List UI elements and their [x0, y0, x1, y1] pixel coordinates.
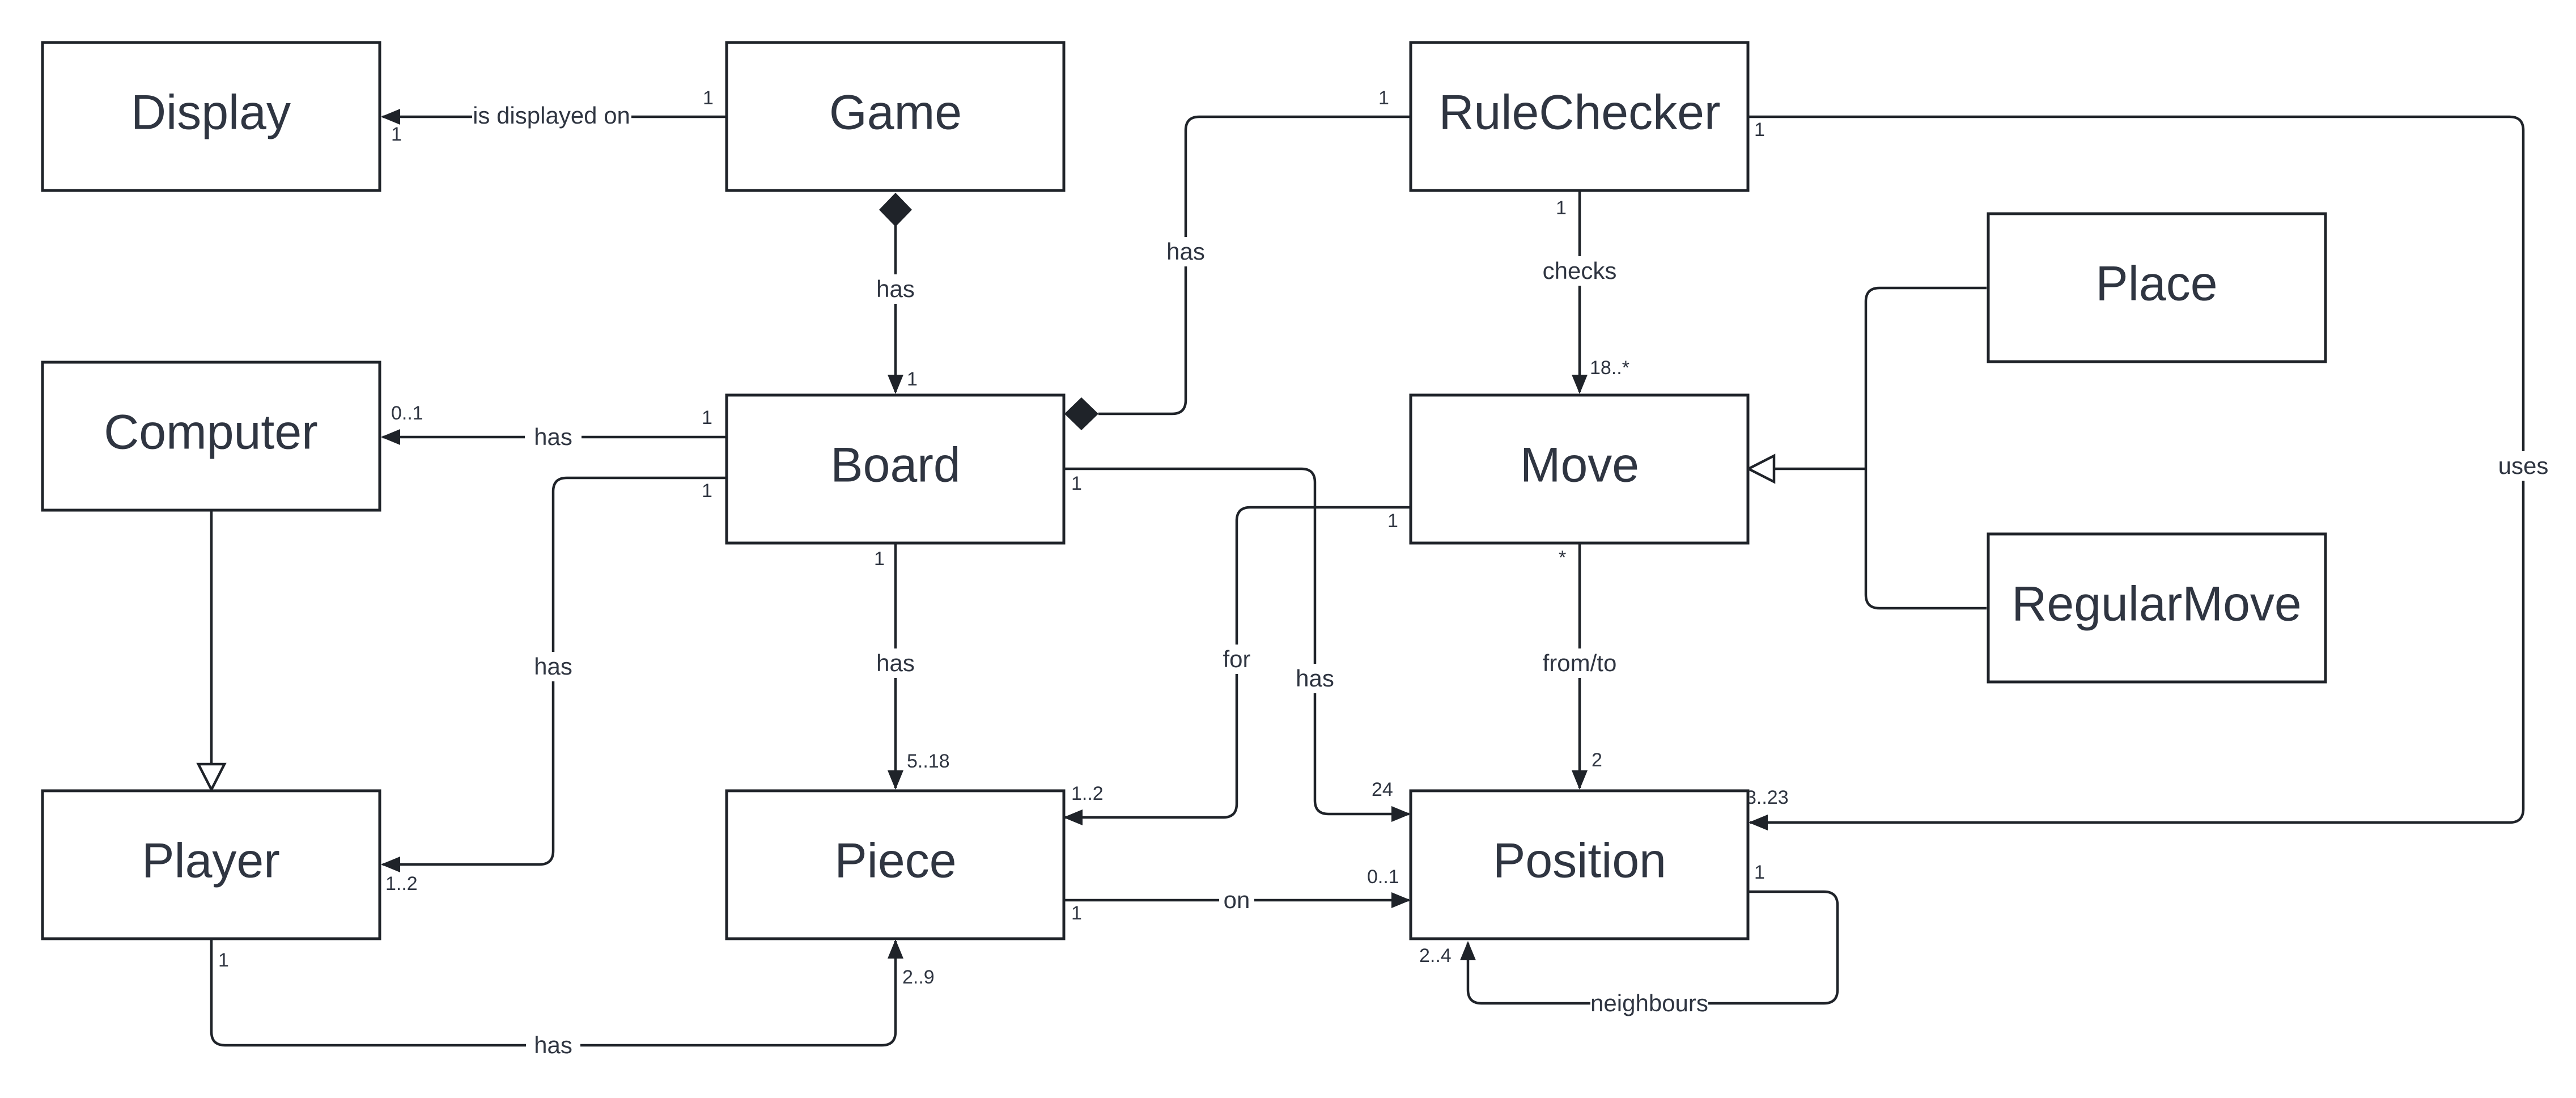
inheritance-triangle-icon [196, 762, 227, 792]
class-box-piece[interactable]: Piece [725, 789, 1066, 940]
arrow-head-icon [888, 770, 903, 790]
label-piece-position: on [1224, 887, 1250, 913]
label-position-neighbours: neighbours [1590, 990, 1708, 1016]
mult-rulechecker-move-from: 1 [1556, 197, 1567, 219]
edge-game-board [879, 193, 912, 394]
class-name-move: Move [1520, 438, 1639, 493]
label-board-position: has [1296, 665, 1334, 692]
class-name-display: Display [131, 86, 291, 140]
mult-player-piece-from: 1 [218, 949, 229, 971]
arrow-head-icon [888, 375, 903, 394]
class-name-board: Board [830, 438, 961, 493]
mult-move-piece-from: 1 [1387, 510, 1398, 532]
label-move-piece: for [1223, 646, 1250, 672]
class-box-player[interactable]: Player [41, 789, 381, 940]
mult-move-position-to: 2 [1592, 749, 1602, 771]
arrow-head-icon [1749, 815, 1768, 830]
arrow-head-icon [381, 109, 400, 125]
mult-board-position-from: 1 [1071, 473, 1082, 494]
class-box-move[interactable]: Move [1409, 393, 1750, 545]
class-box-rulechecker[interactable]: RuleChecker [1409, 41, 1750, 192]
edge-rulechecker-move [1572, 191, 1588, 394]
mult-player-piece-to: 2..9 [902, 966, 935, 988]
mult-position-neighbours-to: 2..4 [1419, 945, 1452, 966]
class-name-position: Position [1493, 834, 1666, 888]
class-box-computer[interactable]: Computer [41, 361, 381, 512]
composition-diamond-icon [1064, 397, 1098, 430]
class-name-piece: Piece [834, 834, 956, 888]
class-name-place: Place [2095, 257, 2217, 311]
label-game-display: is displayed on [473, 102, 630, 129]
label-rulechecker-move: checks [1543, 257, 1617, 284]
generalization-computer-player [196, 511, 227, 792]
arrow-head-icon [1572, 375, 1588, 394]
mult-board-piece-from: 1 [874, 548, 885, 570]
mult-board-piece-to: 5..18 [907, 751, 950, 772]
multiplicities: 1 1 1 1 1 18..* 1 3..23 1 0..1 1 1..2 1 … [218, 87, 1789, 988]
edge-rulechecker-board [1064, 115, 1411, 430]
mult-board-position-to: 24 [1372, 779, 1393, 800]
class-box-game[interactable]: Game [725, 41, 1066, 192]
class-name-computer: Computer [104, 405, 318, 460]
arrow-head-icon [888, 939, 903, 959]
mult-piece-position-from: 1 [1071, 902, 1082, 924]
inheritance-triangle-icon [1746, 453, 1776, 484]
arrow-head-icon [1460, 941, 1476, 960]
class-name-player: Player [142, 834, 280, 888]
mult-board-player-to: 1..2 [385, 873, 418, 894]
class-box-place[interactable]: Place [1987, 212, 2327, 363]
mult-game-display-to: 1 [391, 124, 402, 145]
label-board-computer: has [534, 423, 572, 450]
class-box-position[interactable]: Position [1409, 789, 1750, 940]
edge-position-neighbours [1460, 890, 1839, 1005]
arrow-head-icon [1391, 892, 1411, 908]
mult-rulechecker-position-from: 1 [1754, 119, 1765, 141]
mult-move-position-from: * [1559, 547, 1566, 569]
class-box-board[interactable]: Board [725, 393, 1066, 545]
class-box-display[interactable]: Display [41, 41, 381, 192]
mult-game-board-to: 1 [907, 368, 918, 390]
composition-diamond-icon [879, 193, 912, 227]
mult-board-computer-to: 0..1 [391, 402, 423, 424]
mult-piece-position-to: 0..1 [1367, 866, 1399, 888]
arrow-head-icon [1391, 806, 1411, 822]
arrow-head-icon [1572, 770, 1588, 790]
generalization-subclasses-move [1746, 286, 1987, 610]
edge-board-position [1063, 467, 1411, 822]
mult-move-piece-to: 1..2 [1071, 783, 1104, 804]
label-board-piece: has [876, 650, 915, 676]
label-rulechecker-position: uses [2498, 452, 2549, 479]
arrow-head-icon [381, 429, 400, 445]
arrow-head-icon [381, 857, 400, 872]
label-player-piece: has [534, 1032, 572, 1058]
mult-rulechecker-position-to: 3..23 [1746, 787, 1789, 808]
class-name-game: Game [829, 86, 962, 140]
mult-rulechecker-move-to: 18..* [1590, 357, 1629, 379]
class-name-rulechecker: RuleChecker [1438, 86, 1720, 140]
edge-player-piece [210, 939, 903, 1047]
mult-position-neighbours-from: 1 [1754, 862, 1765, 883]
label-game-board: has [876, 275, 915, 302]
class-box-regularmove[interactable]: RegularMove [1987, 532, 2327, 684]
label-board-player: has [534, 653, 572, 680]
label-move-position: from/to [1543, 650, 1617, 676]
mult-game-display-from: 1 [703, 87, 714, 109]
label-rulechecker-board: has [1166, 238, 1205, 265]
mult-board-player-from: 1 [702, 480, 712, 502]
edge-labels: is displayed on has has checks uses has … [472, 101, 2552, 1060]
arrow-head-icon [1063, 809, 1083, 825]
class-name-regularmove: RegularMove [2011, 577, 2301, 631]
mult-board-computer-from: 1 [702, 407, 712, 429]
mult-rulechecker-board-from: 1 [1378, 87, 1389, 109]
